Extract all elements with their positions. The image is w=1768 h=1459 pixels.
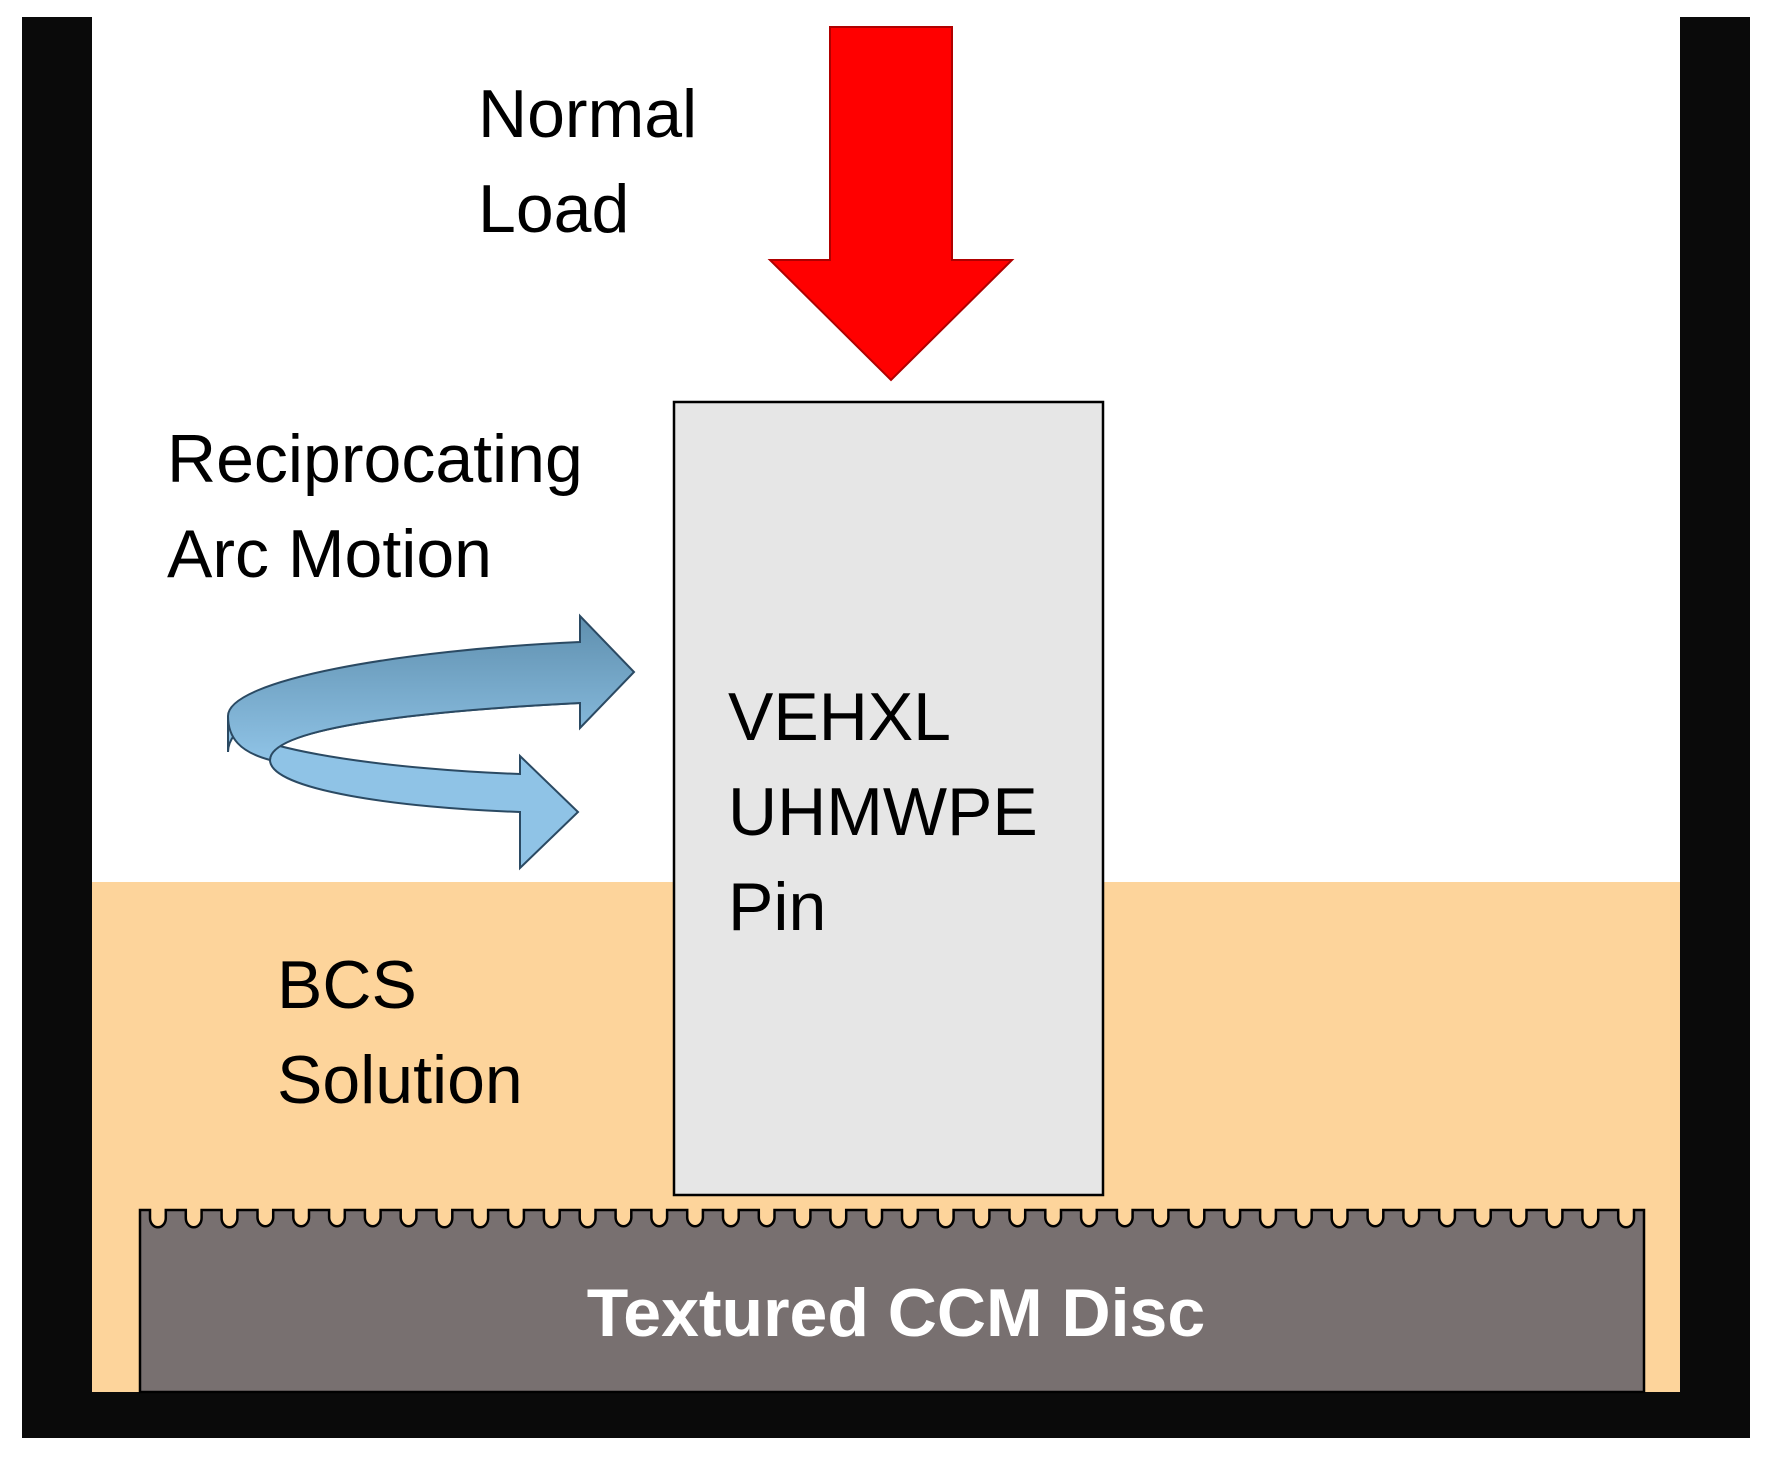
- container-left-wall: [22, 17, 92, 1438]
- motion-label-line1: Reciprocating: [167, 421, 583, 497]
- down-arrow-icon: [767, 26, 1015, 382]
- container-right-wall: [1680, 17, 1750, 1438]
- container-bottom-wall: [22, 1392, 1750, 1438]
- curved-double-arrow-icon: [226, 613, 636, 871]
- solution-label-line1: BCS: [277, 947, 417, 1023]
- motion-label-line2: Arc Motion: [167, 516, 492, 592]
- pin-label-line3: Pin: [728, 869, 826, 945]
- pin-label-line1: VEHXL: [728, 679, 951, 755]
- normal-load-label-line2: Load: [478, 171, 629, 247]
- normal-load-label-line1: Normal: [478, 76, 697, 152]
- pin-label-line2: UHMWPE: [728, 774, 1038, 850]
- textured-disc: [138, 1208, 1646, 1394]
- disc-label: Textured CCM Disc: [587, 1275, 1205, 1351]
- uhmwpe-pin: [672, 400, 1105, 1197]
- solution-label-line2: Solution: [277, 1042, 523, 1118]
